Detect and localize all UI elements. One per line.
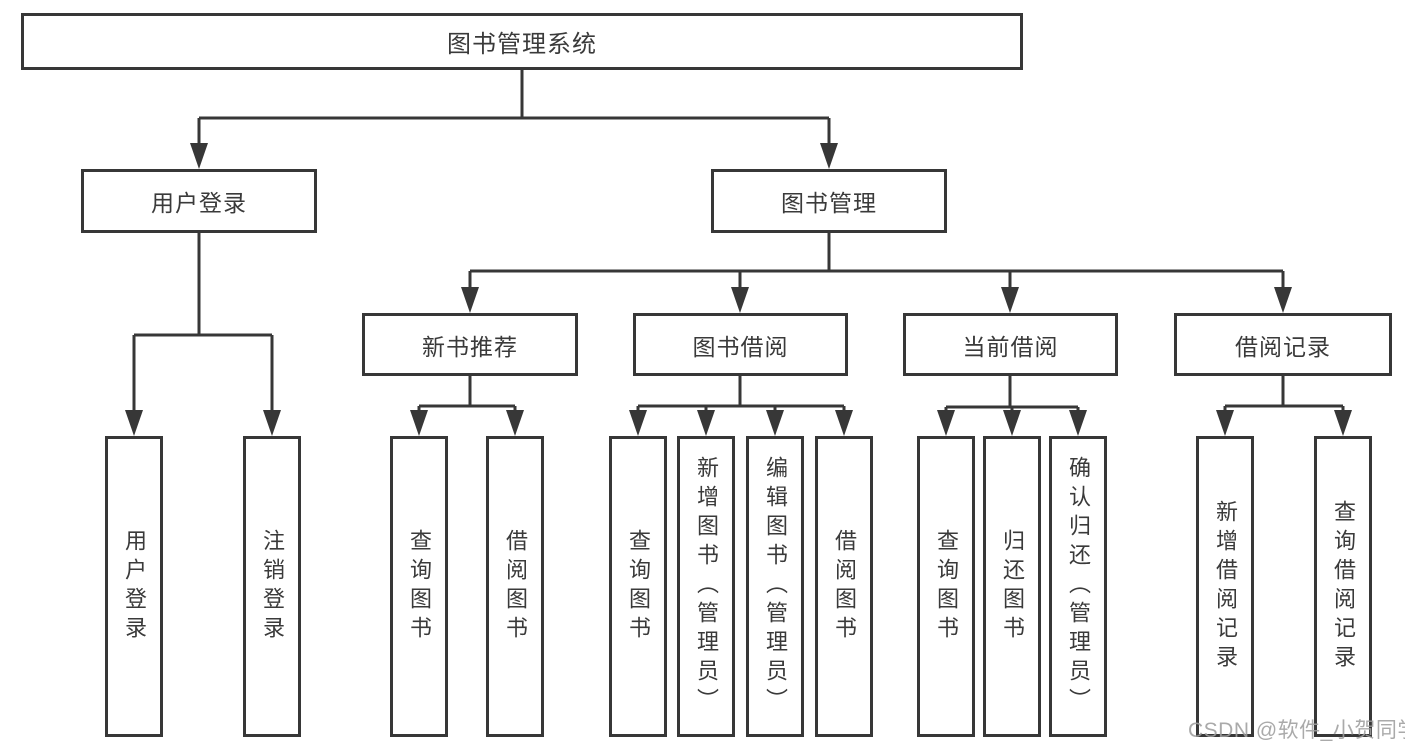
arrowhead-current-borrowing <box>1001 287 1019 313</box>
node-borrowing-records: 借阅记录 <box>1174 313 1392 376</box>
node-root: 图书管理系统 <box>21 13 1023 70</box>
node-user-login: 用户登录 <box>81 169 317 233</box>
arrowhead-leaf-br-add <box>1216 410 1234 436</box>
leaf-records-query-record: 查询借阅记录 <box>1314 436 1372 737</box>
leaf-user-login: 用户登录 <box>105 436 163 737</box>
leaf-borrowing-edit-books-admin: 编辑图书（管理员） <box>746 436 804 737</box>
arrowhead-leaf-cb-query <box>937 410 955 436</box>
leaf-borrowing-edit-books-admin-label: 编辑图书（管理员） <box>763 456 788 717</box>
leaf-borrowing-borrow-books: 借阅图书 <box>815 436 873 737</box>
leaf-logout-label: 注销登录 <box>260 528 285 645</box>
node-book-borrowing-label: 图书借阅 <box>692 333 789 360</box>
arrowhead-leaf-bb-borrow <box>835 410 853 436</box>
arrowhead-leaf-user-login <box>125 410 143 436</box>
arrowhead-leaf-bb-add <box>697 410 715 436</box>
leaf-current-return-books-label: 归还图书 <box>1000 528 1025 645</box>
node-user-login-label: 用户登录 <box>151 190 247 216</box>
arrowhead-user-login <box>190 143 208 169</box>
leaf-borrowing-add-books-admin: 新增图书（管理员） <box>677 436 735 737</box>
node-borrowing-records-label: 借阅记录 <box>1235 333 1331 360</box>
leaf-borrowing-query-books-label: 查询图书 <box>626 528 651 645</box>
arrowheads <box>125 143 1352 436</box>
arrowhead-leaf-cb-confirm <box>1069 410 1087 436</box>
arrowhead-leaf-br-query <box>1334 410 1352 436</box>
node-root-label: 图书管理系统 <box>447 31 597 58</box>
node-new-book-recommend: 新书推荐 <box>362 313 578 376</box>
arrowhead-borrowing-records <box>1274 287 1292 313</box>
arrowhead-leaf-cb-return <box>1003 410 1021 436</box>
leaf-current-return-books: 归还图书 <box>983 436 1041 737</box>
leaf-records-add-record: 新增借阅记录 <box>1196 436 1254 737</box>
node-book-management-label: 图书管理 <box>781 190 877 216</box>
node-new-book-recommend-label: 新书推荐 <box>422 333 518 360</box>
leaf-current-query-books: 查询图书 <box>917 436 975 737</box>
leaf-borrowing-borrow-books-label: 借阅图书 <box>832 528 857 645</box>
arrowhead-book-management <box>820 143 838 169</box>
arrowhead-leaf-nb-query <box>410 410 428 436</box>
node-current-borrowing-label: 当前借阅 <box>962 333 1059 360</box>
arrowhead-leaf-bb-edit <box>766 410 784 436</box>
leaf-borrowing-add-books-admin-label: 新增图书（管理员） <box>694 456 719 717</box>
arrowhead-book-borrowing <box>731 287 749 313</box>
leaf-user-login-label: 用户登录 <box>122 528 147 645</box>
leaf-borrowing-query-books: 查询图书 <box>609 436 667 737</box>
node-book-management: 图书管理 <box>711 169 947 233</box>
arrowhead-leaf-logout <box>263 410 281 436</box>
node-current-borrowing: 当前借阅 <box>903 313 1118 376</box>
arrowhead-leaf-bb-query <box>629 410 647 436</box>
leaf-newbooks-borrow-books-label: 借阅图书 <box>503 528 528 645</box>
leaf-current-query-books-label: 查询图书 <box>934 528 959 645</box>
leaf-newbooks-borrow-books: 借阅图书 <box>486 436 544 737</box>
leaf-current-confirm-return-admin-label: 确认归还（管理员） <box>1066 456 1091 717</box>
leaf-current-confirm-return-admin: 确认归还（管理员） <box>1049 436 1107 737</box>
node-book-borrowing: 图书借阅 <box>633 313 848 376</box>
watermark: CSDN @软件_小贺同学 <box>1188 719 1405 742</box>
leaf-logout: 注销登录 <box>243 436 301 737</box>
leaf-newbooks-query-books-label: 查询图书 <box>407 528 432 645</box>
arrowhead-new-book-recommend <box>461 287 479 313</box>
leaf-records-query-record-label: 查询借阅记录 <box>1331 499 1356 674</box>
arrowhead-leaf-nb-borrow <box>506 410 524 436</box>
leaf-newbooks-query-books: 查询图书 <box>390 436 448 737</box>
leaf-records-add-record-label: 新增借阅记录 <box>1213 499 1238 674</box>
